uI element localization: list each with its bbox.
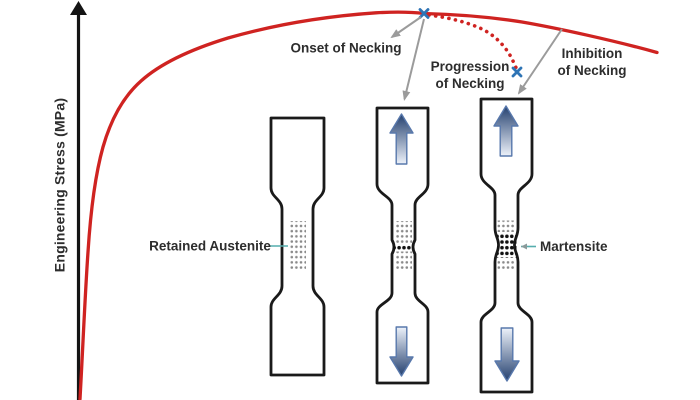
inhibition-line2: of Necking [557,63,627,78]
specimen-inhibited [479,97,534,394]
specimen-necking [375,106,430,385]
inhibition-of-necking-label: Inhibition of Necking [557,45,626,79]
down-load-arrow-icon [389,326,414,377]
martensite-connector-arrowhead-icon [521,243,527,250]
onset-x-marker-icon [418,8,430,19]
martensite-dots-band [497,233,517,258]
y-axis-label: Engineering Stress (MPa) [51,97,68,273]
arrow-to-onset-label-icon [390,16,422,39]
austenite-dots-below-neck [394,251,412,269]
progression-line2: of Necking [435,76,505,91]
arrow-to-necking-specimen-icon [402,18,425,101]
austenite-dots-above-band [497,220,516,232]
up-load-arrow-icon [389,113,414,165]
martensite-label: Martensite [540,239,608,254]
up-load-arrow-icon [493,105,519,157]
retained-austenite-dots [289,221,306,269]
specimen-initial [269,116,326,377]
progression-of-necking-label: Progression of Necking [431,58,510,92]
stress-strain-curve [78,10,659,400]
y-axis [70,1,87,400]
austenite-dots-above-neck [394,221,412,243]
austenite-dots-below-band [497,259,516,271]
down-load-arrow-icon [494,327,520,382]
arrow-to-inhibited-specimen-icon [517,28,563,95]
martensite-dots-at-neck [392,244,414,250]
onset-of-necking-label: Onset of Necking [290,40,402,56]
inhibition-x-marker-icon [511,66,523,78]
retained-austenite-label: Retained Austenite [149,238,271,254]
necking-progression-dotted-curve [427,13,519,73]
inhibition-line1: Inhibition [561,46,623,61]
annotation-arrows [390,16,563,101]
progression-line1: Progression [430,59,510,74]
y-axis-arrowhead-icon [70,1,87,15]
